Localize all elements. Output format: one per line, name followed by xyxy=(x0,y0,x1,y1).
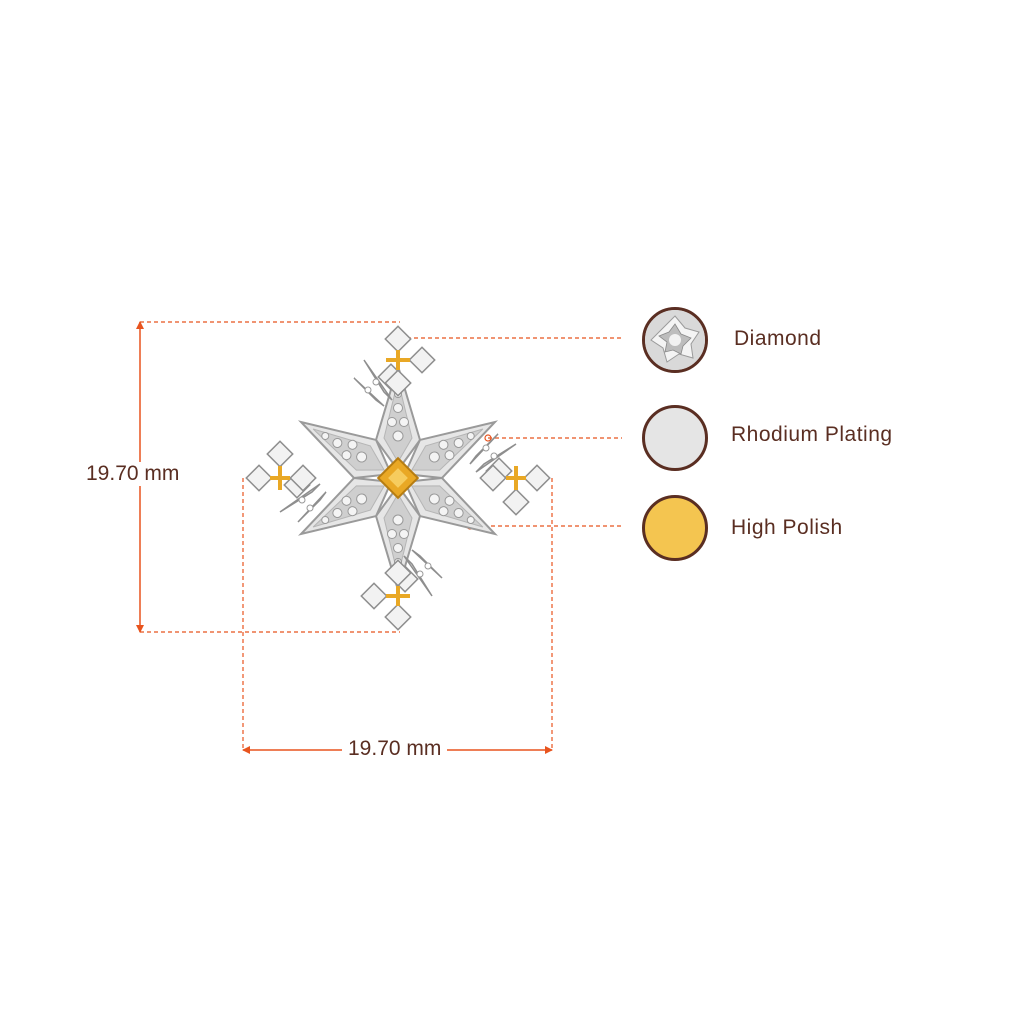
diamond-label: Diamond xyxy=(734,327,822,350)
high-polish-label: High Polish xyxy=(731,516,843,539)
width-dimension-label: 19.70 mm xyxy=(342,737,448,761)
diamond-swatch-icon xyxy=(642,307,708,373)
rhodium-swatch-icon xyxy=(642,405,708,471)
gold-swatch-icon xyxy=(642,495,708,561)
snowflake-earring-image xyxy=(244,324,552,632)
height-dimension-label: 19.70 mm xyxy=(80,462,186,486)
rhodium-plating-label: Rhodium Plating xyxy=(731,423,893,446)
